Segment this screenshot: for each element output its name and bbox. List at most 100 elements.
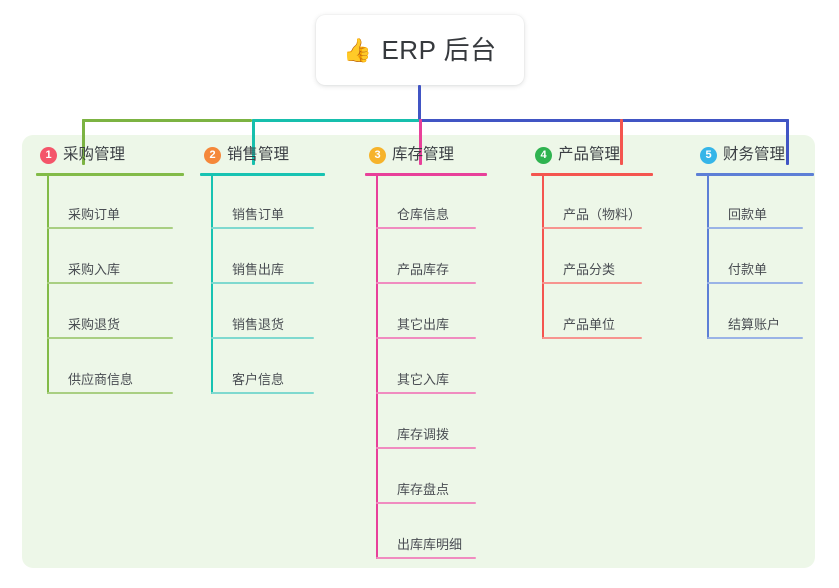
module-item[interactable]: 客户信息 [200,341,325,396]
module-trunk-line [707,176,709,339]
module-number-badge: 5 [700,146,717,164]
module-item-list: 仓库信息产品库存其它出库其它入库库存调拨库存盘点出库库明细 [365,176,487,561]
root-node-title: ERP 后台 [381,35,497,65]
module-item-rule [47,282,173,284]
root-stem-line [418,85,421,122]
drop-line-col-2 [252,119,255,165]
bus-segment-2 [252,119,419,122]
bus-segment-3 [419,119,789,122]
module-item[interactable]: 销售退货 [200,286,325,341]
module-item-label: 结算账户 [728,317,781,332]
module-item-rule [707,227,803,229]
drop-line-col-4 [620,119,623,165]
module-item-label: 采购退货 [68,317,121,332]
module-item[interactable]: 采购退货 [36,286,184,341]
module-item-label: 产品（物料） [563,207,642,222]
module-item[interactable]: 结算账户 [696,286,814,341]
module-column-1: 1 采购管理采购订单采购入库采购退货供应商信息 [36,142,184,396]
root-node-erp-backend[interactable]: 👍 ERP 后台 [316,15,524,85]
module-item-rule [376,337,476,339]
module-item-rule [376,392,476,394]
module-header-4[interactable]: 4 产品管理 [531,142,653,168]
module-item-rule [211,227,314,229]
module-item[interactable]: 产品分类 [531,231,653,286]
modules-panel-background [22,135,815,568]
module-item-label: 付款单 [728,262,768,277]
module-item-label: 产品库存 [397,262,450,277]
module-header-rule [200,173,325,176]
module-number-badge: 2 [204,146,221,164]
module-item-rule [211,392,314,394]
module-item[interactable]: 产品库存 [365,231,487,286]
module-header-1[interactable]: 1 采购管理 [36,142,184,168]
module-item[interactable]: 出库库明细 [365,506,487,561]
module-number-badge: 4 [535,146,552,164]
module-trunk-line [542,176,544,339]
module-item[interactable]: 产品单位 [531,286,653,341]
module-item[interactable]: 库存调拨 [365,396,487,451]
module-item-rule [542,337,642,339]
module-item-label: 采购入库 [68,262,121,277]
module-number-badge: 1 [40,146,57,164]
module-title: 库存管理 [392,146,455,164]
root-node-content: 👍 ERP 后台 [343,37,496,63]
module-column-4: 4 产品管理产品（物料） 产品分类产品单位 [531,142,653,341]
module-item-rule [211,282,314,284]
module-item-label: 库存调拨 [397,427,450,442]
module-header-rule [36,173,184,176]
module-item-list: 产品（物料） 产品分类产品单位 [531,176,653,341]
module-item-list: 销售订单销售出库销售退货客户信息 [200,176,325,396]
module-item-rule [211,337,314,339]
module-item-rule [542,227,642,229]
module-item-label: 出库库明细 [397,537,463,552]
module-item[interactable]: 库存盘点 [365,451,487,506]
module-item-rule [47,227,173,229]
module-item[interactable]: 付款单 [696,231,814,286]
module-item-label: 客户信息 [232,372,285,387]
module-item-label: 其它出库 [397,317,450,332]
module-item[interactable]: 采购订单 [36,176,184,231]
thumbs-up-icon: 👍 [343,36,373,63]
module-item-label: 供应商信息 [68,372,134,387]
module-item[interactable]: 销售订单 [200,176,325,231]
module-item-rule [376,447,476,449]
module-item[interactable]: 其它出库 [365,286,487,341]
module-item[interactable]: 采购入库 [36,231,184,286]
drop-line-col-3 [419,119,422,165]
module-item[interactable]: 销售出库 [200,231,325,286]
module-item[interactable]: 仓库信息 [365,176,487,231]
module-item-label: 销售出库 [232,262,285,277]
module-trunk-line [376,176,378,559]
module-item[interactable]: 供应商信息 [36,341,184,396]
module-header-rule [531,173,653,176]
module-item-rule [542,282,642,284]
module-item-rule [707,337,803,339]
module-title: 采购管理 [63,146,126,164]
drop-line-col-5 [786,119,789,165]
module-item[interactable]: 产品（物料） [531,176,653,231]
module-title: 产品管理 [558,146,621,164]
module-item-rule [707,282,803,284]
module-item-rule [376,227,476,229]
module-item-label: 仓库信息 [397,207,450,222]
module-item[interactable]: 其它入库 [365,341,487,396]
module-header-rule [365,173,487,176]
module-item-label: 库存盘点 [397,482,450,497]
bus-segment-1 [82,119,252,122]
module-item-rule [47,392,173,394]
module-item-label: 产品单位 [563,317,616,332]
module-trunk-line [47,176,49,394]
module-item-rule [376,502,476,504]
module-item-rule [376,557,476,559]
module-item-label: 销售订单 [232,207,285,222]
module-item[interactable]: 回款单 [696,176,814,231]
module-item-list: 回款单付款单结算账户 [696,176,814,341]
module-item-label: 产品分类 [563,262,616,277]
module-item-list: 采购订单采购入库采购退货供应商信息 [36,176,184,396]
